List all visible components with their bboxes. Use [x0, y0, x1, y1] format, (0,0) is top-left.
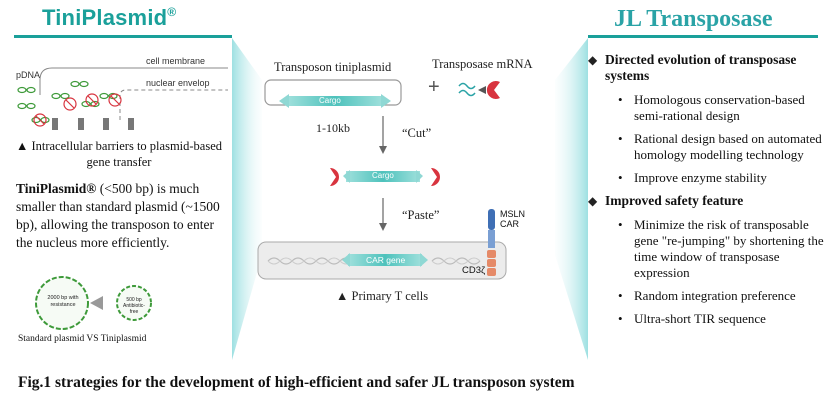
size-label: 1-10kb [316, 121, 350, 135]
primary-t-cells-label: ▲ Primary T cells [336, 289, 429, 303]
section-heading-evolution: Directed evolution of transposase system… [588, 52, 826, 84]
standard-plasmid-text: 2000 bp with resistance [47, 295, 79, 308]
plus-sign: + [428, 76, 440, 98]
nuclear-envelope-line [119, 89, 228, 120]
paste-arrow-head [379, 223, 387, 231]
transposase-enzyme-icon [486, 81, 500, 99]
barrier-caption: ▲ Intracellular barriers to plasmid-base… [15, 139, 223, 169]
transposase-feature-list: Directed evolution of transposase system… [588, 52, 826, 334]
cargo-left-arrow [279, 94, 289, 108]
membrane-pore [52, 118, 58, 130]
blocked-markers [33, 93, 122, 127]
right-title-underline [588, 35, 818, 38]
section-heading-safety: Improved safety feature [588, 193, 826, 209]
cd3z-domain [487, 268, 496, 276]
dna-right-helix-2 [431, 257, 481, 265]
msln-car-label: MSLN CAR [500, 209, 526, 229]
cd3z-label: CD3ζ [462, 265, 486, 276]
car-left-arrow [342, 253, 350, 267]
jl-transposase-title: JL Transposase [614, 6, 773, 32]
list-item: Random integration preference [590, 288, 826, 304]
pdna-label: pDNA [16, 70, 41, 80]
list-item: Improve enzyme stability [590, 170, 826, 186]
standard-plasmid-circle [35, 276, 89, 330]
compare-arrow [90, 296, 103, 310]
msln-car-scfv [488, 209, 495, 230]
tiniplasmid-title: TiniPlasmid® [42, 5, 177, 30]
tiniplasmid-description: TiniPlasmid® (<500 bp) is much smaller t… [16, 181, 220, 250]
cargo-right-arrow [381, 94, 391, 108]
cell-membrane-line [39, 67, 228, 95]
cargo-bar-mid [346, 171, 420, 182]
paste-label: “Paste” [402, 208, 440, 222]
right-enzyme-icon [431, 168, 440, 186]
list-item: Homologous conservation-based semi-ratio… [590, 92, 826, 124]
cd3z-domain [487, 259, 496, 267]
mrna-arrow [478, 86, 486, 94]
membrane-pore [103, 118, 109, 130]
msln-car-hinge [488, 230, 495, 248]
transposase-mrna-label: Transposase mRNA [432, 57, 533, 71]
list-item: Rational design based on automated homol… [590, 131, 826, 163]
left-title-underline [14, 35, 232, 38]
figure-caption: Fig.1 strategies for the development of … [18, 374, 575, 391]
cargo-label-top: Cargo [319, 96, 341, 105]
dna-left-helix [267, 257, 353, 265]
cargo-label-mid: Cargo [372, 171, 394, 180]
membrane-pore [128, 118, 134, 130]
mrna-squiggle [458, 82, 476, 90]
membrane-pore [78, 118, 84, 130]
left-beam [232, 38, 262, 360]
nuclear-envelope-label: nuclear envelop [146, 78, 210, 88]
cd3z-domain [487, 250, 496, 258]
cell-membrane-label: cell membrane [146, 56, 206, 66]
dna-left-helix-2 [267, 257, 353, 265]
tiniplasmid-circle [116, 285, 152, 321]
cargo-mid-right-arrow [416, 170, 423, 183]
cut-label: “Cut” [402, 126, 432, 140]
plasmid-compare-caption: Standard plasmid VS Tiniplasmid [18, 334, 147, 344]
list-item: Minimize the risk of transposable gene "… [590, 217, 826, 281]
tiniplasmid-text: 500 bp Antibiotic-free [123, 297, 145, 315]
transposon-tiniplasmid-label: Transposon tiniplasmid [274, 60, 392, 74]
cargo-bar-top [287, 96, 383, 106]
cargo-mid-left-arrow [343, 170, 350, 183]
left-enzyme-icon [330, 168, 339, 186]
car-gene-label: CAR gene [366, 255, 406, 265]
car-right-arrow [420, 253, 428, 267]
list-item: Ultra-short TIR sequence [590, 311, 826, 327]
car-gene-bar [348, 254, 422, 266]
mrna-squiggle [458, 89, 476, 97]
pdna-plasmids [17, 80, 118, 124]
right-beam [555, 38, 588, 360]
cut-arrow-head [379, 146, 387, 154]
